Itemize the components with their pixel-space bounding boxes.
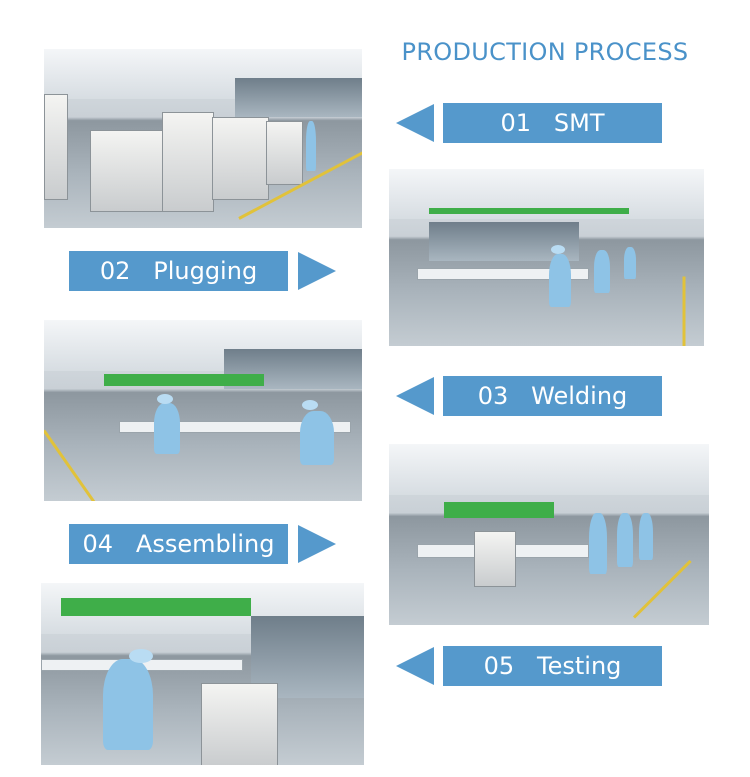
step-label-assembling: 04 Assembling — [69, 524, 288, 564]
arrow-left-icon — [396, 377, 434, 415]
step-label-smt: 01 SMT — [443, 103, 662, 143]
arrow-left-icon — [396, 647, 434, 685]
page-title: PRODUCTION PROCESS — [401, 38, 689, 66]
step-label-testing: 05 Testing — [443, 646, 662, 686]
photo-testing-line — [41, 583, 364, 765]
step-label-welding: 03 Welding — [443, 376, 662, 416]
photo-welding-line — [44, 320, 362, 501]
arrow-right-icon — [298, 525, 336, 563]
arrow-left-icon — [396, 104, 434, 142]
photo-plugging-line — [389, 169, 704, 346]
photo-smt-line — [44, 49, 362, 228]
step-label-plugging: 02 Plugging — [69, 251, 288, 291]
photo-assembling-line — [389, 444, 709, 625]
arrow-right-icon — [298, 252, 336, 290]
